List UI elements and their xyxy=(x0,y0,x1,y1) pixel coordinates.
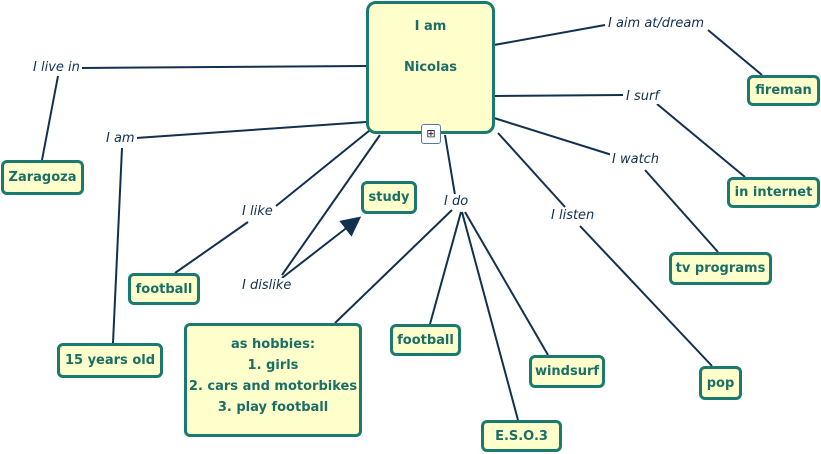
line-football-do xyxy=(429,211,462,325)
line-surf xyxy=(493,94,624,97)
link-label-do[interactable]: I do xyxy=(442,194,471,209)
link-label-watch[interactable]: I watch xyxy=(610,152,662,167)
node-windsurf[interactable]: windsurf xyxy=(529,355,605,388)
line-do xyxy=(444,134,456,196)
node-study[interactable]: study xyxy=(361,181,417,214)
node-football-like[interactable]: football xyxy=(128,273,200,305)
line-like xyxy=(275,121,381,207)
line-hobbies xyxy=(334,209,453,324)
center-line2: Nicolas xyxy=(404,60,457,75)
line-football-like xyxy=(174,221,249,274)
line-eso xyxy=(461,211,519,421)
line-pop xyxy=(579,225,713,367)
line-live xyxy=(79,65,367,69)
line-tv xyxy=(644,169,719,253)
line-dislike xyxy=(281,134,381,276)
link-label-listen[interactable]: I listen xyxy=(549,208,597,223)
line-internet xyxy=(656,103,746,178)
node-hobbies[interactable]: as hobbies: 1. girls 2. cars and motorbi… xyxy=(184,323,362,437)
hobbies-line: 2. cars and motorbikes xyxy=(188,379,358,394)
node-zaragoza[interactable]: Zaragoza xyxy=(1,160,84,195)
line-watch xyxy=(493,117,613,156)
line-am xyxy=(135,121,367,139)
hobbies-line: 3. play football xyxy=(217,400,329,415)
line-aim xyxy=(493,24,606,46)
node-football-do[interactable]: football xyxy=(390,324,461,356)
node-pop[interactable]: pop xyxy=(699,366,742,400)
line-fireman xyxy=(707,29,763,76)
link-label-live[interactable]: I live in xyxy=(31,60,82,75)
line-listen xyxy=(497,132,566,208)
hobbies-line: 1. girls xyxy=(247,358,299,373)
node-age[interactable]: 15 years old xyxy=(57,343,163,378)
submap-icon[interactable]: ⊞ xyxy=(421,124,441,144)
node-internet[interactable]: in internet xyxy=(727,177,820,208)
node-tv-programs[interactable]: tv programs xyxy=(669,252,772,285)
center-line1: I am xyxy=(414,19,447,34)
node-fireman[interactable]: fireman xyxy=(747,75,820,106)
center-concept-node[interactable]: I am Nicolas xyxy=(366,1,495,134)
link-label-like[interactable]: I like xyxy=(240,204,275,219)
line-windsurf xyxy=(464,211,549,356)
link-label-dislike[interactable]: I dislike xyxy=(240,278,294,293)
line-zaragoza xyxy=(41,75,59,161)
link-label-surf[interactable]: I surf xyxy=(624,89,661,104)
hobbies-line: as hobbies: xyxy=(230,337,316,352)
line-age xyxy=(112,147,123,344)
arrow-study xyxy=(281,216,362,279)
link-label-am[interactable]: I am xyxy=(104,131,137,146)
link-label-aim[interactable]: I aim at/dream xyxy=(606,16,707,31)
node-eso[interactable]: E.S.O.3 xyxy=(481,420,562,452)
